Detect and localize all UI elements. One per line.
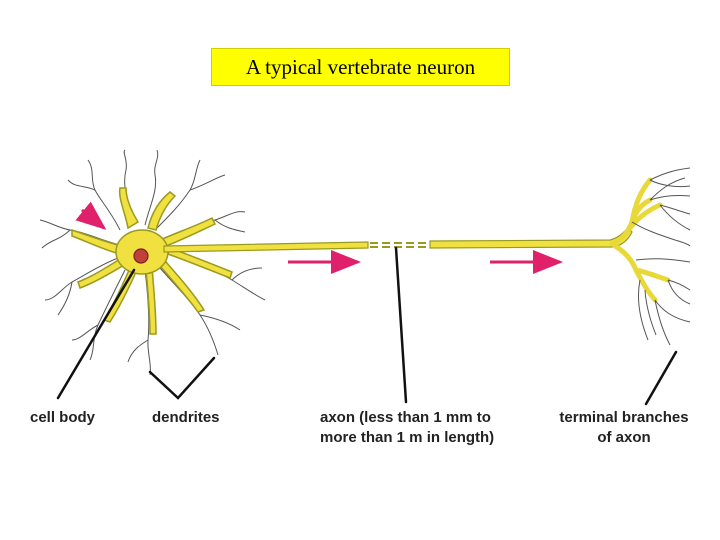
axon: [163, 227, 633, 253]
cell-body-shape: [71, 187, 233, 335]
label-terminal-branches: terminal branches of axon: [552, 408, 696, 448]
nucleus: [133, 248, 149, 264]
label-axon-line1: axon (less than 1 mm to: [320, 409, 491, 426]
pointer-lines: [56, 246, 678, 406]
axon-gap-dashes: [370, 242, 430, 248]
label-axon-line2: more than 1 m in length): [320, 429, 495, 446]
pointer-axon: [394, 246, 408, 404]
arrow-into-cell: [75, 201, 107, 230]
diagram-title: A typical vertebrate neuron: [245, 54, 476, 79]
title-box: A typical vertebrate neuron: [211, 48, 510, 86]
pointer-cell-body: [56, 268, 136, 400]
label-terminal-line1: terminal branches: [559, 409, 689, 426]
label-cell-body: cell body: [30, 409, 96, 426]
signal-arrows: [75, 201, 563, 274]
pointer-dendrites: [148, 356, 216, 400]
pointer-terminal: [644, 350, 678, 406]
label-axon: axon (less than 1 mm to more than 1 m in…: [320, 408, 494, 448]
label-dendrites: dendrites: [152, 409, 220, 426]
label-terminal-line2: of axon: [597, 429, 651, 446]
terminal-branches-tips: [631, 167, 691, 346]
